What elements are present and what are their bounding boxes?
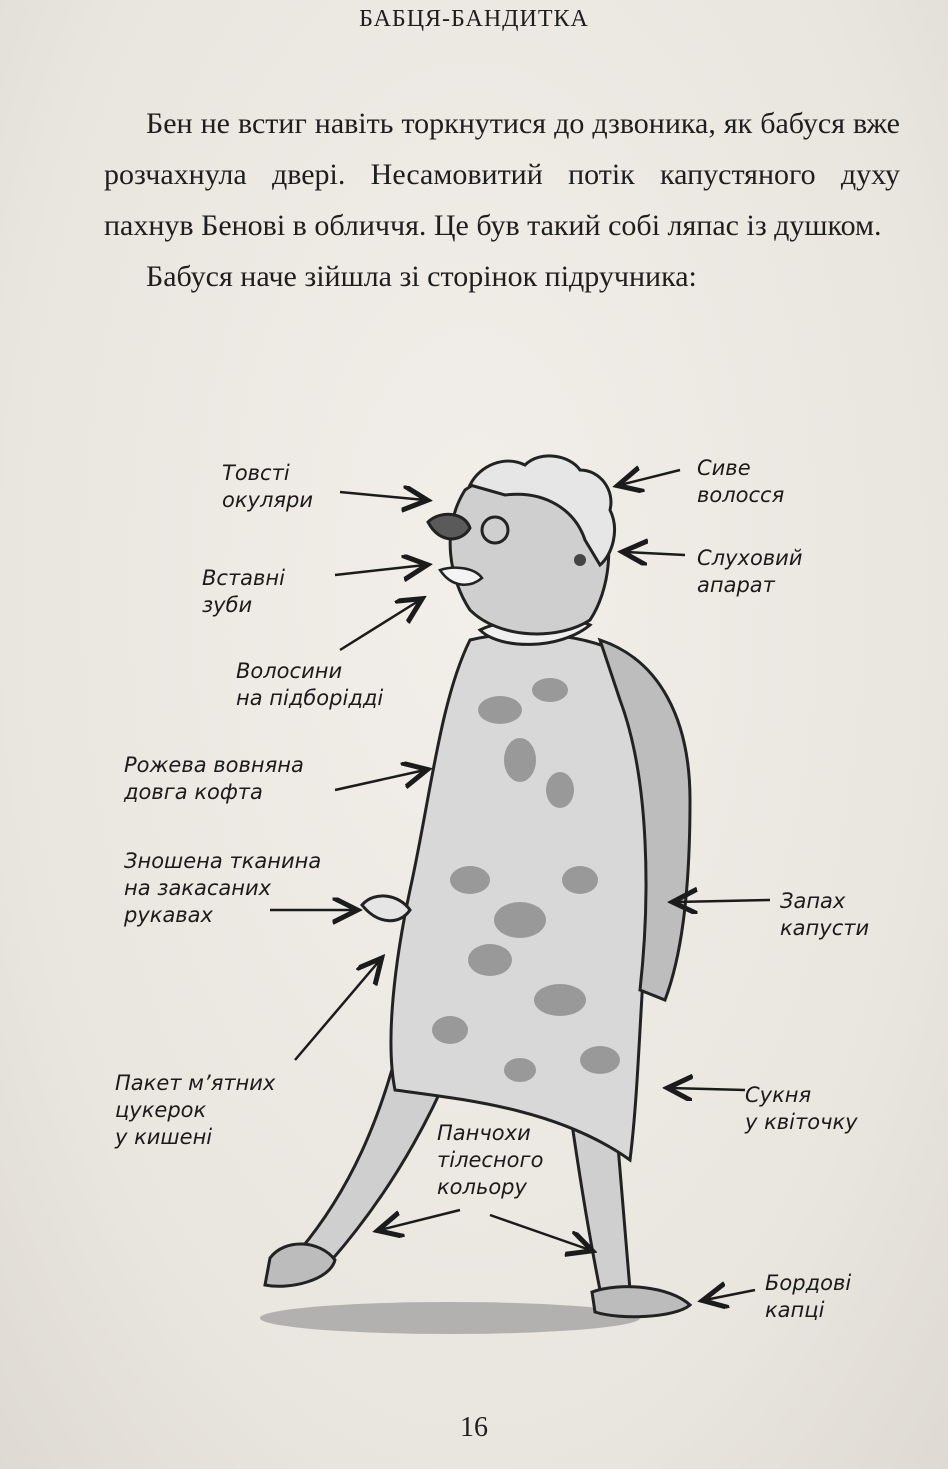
label-stockings: Панчохи тілесного кольору — [437, 1121, 544, 1199]
label-chin-hairs: Волосини на підборідді — [236, 659, 384, 710]
glasses — [426, 512, 472, 541]
paragraph-2: Бабуся наче зійшла зі сторінок підручник… — [146, 260, 697, 293]
label-hearing-aid: Слуховий апарат — [697, 546, 803, 597]
label-slippers: Бордові капці — [765, 1271, 852, 1322]
hearing-aid — [574, 554, 586, 566]
floral-pattern — [432, 678, 620, 1082]
label-teeth: Вставні зуби — [202, 566, 285, 617]
label-cardigan: Рожева вовняна довга кофта — [124, 753, 304, 804]
label-sweets: Пакет м’ятних цукерок у кишені — [115, 1071, 276, 1149]
label-dress: Сукня у квіточку — [745, 1083, 858, 1134]
false-teeth — [438, 566, 484, 586]
running-head: БАБЦЯ-БАНДИТКА — [359, 6, 589, 32]
glasses-lens — [480, 515, 510, 545]
right-slipper — [590, 1285, 693, 1319]
hand-fabric — [360, 894, 412, 923]
left-slipper — [263, 1242, 337, 1288]
label-fabric: Зношена тканина на закасаних рукавах — [124, 849, 322, 927]
body-text: Бен не встиг навіть торкнутися до дзвони… — [104, 98, 900, 302]
page-number: 16 — [460, 1412, 488, 1443]
paragraph-1: Бен не встиг навіть торкнутися до дзвони… — [104, 107, 900, 242]
grandma-illustration — [260, 454, 771, 1334]
ground-shadow — [260, 1302, 640, 1334]
label-cabbage: Запах капусти — [780, 889, 870, 940]
label-hair: Сиве волосся — [697, 456, 785, 507]
label-glasses: Товсті окуляри — [222, 461, 313, 512]
annotation-arrows — [270, 470, 771, 1300]
curly-hair — [467, 454, 617, 568]
